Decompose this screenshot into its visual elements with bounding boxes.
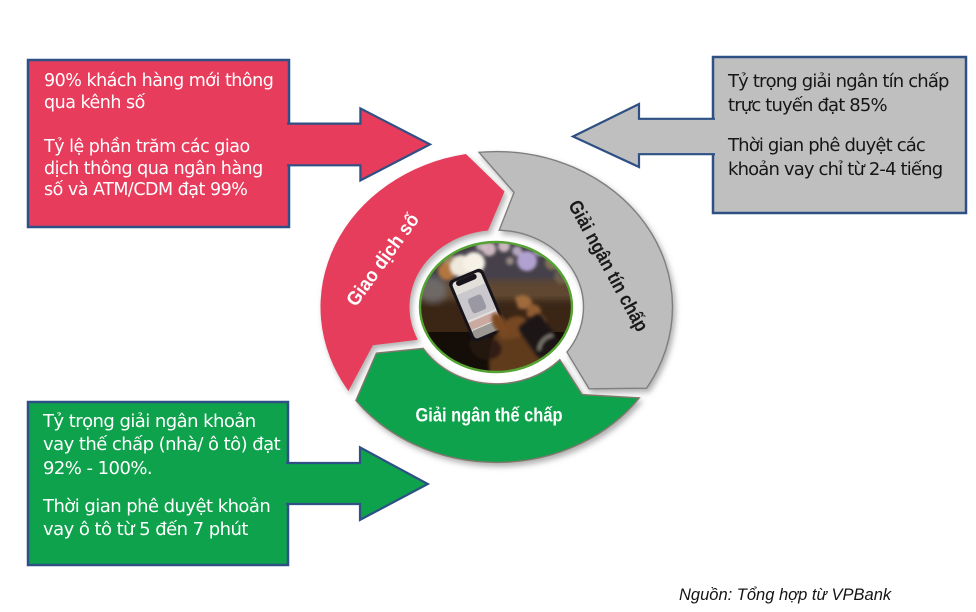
callout-secured-line-2: Thời gian phê duyệt khoản vay ô tô từ 5 … xyxy=(43,495,271,541)
callout-text-secured: Tỷ trọng giải ngân khoản vay thế chấp (n… xyxy=(28,402,288,565)
photo-second-phone xyxy=(519,314,561,359)
segment-label-giai-ngan-the-chap[interactable]: Giải ngân thế chấp xyxy=(416,405,563,427)
callout-box-unsecured[interactable] xyxy=(711,55,968,215)
photo-green-rim xyxy=(418,240,574,374)
photo-phone xyxy=(449,268,507,342)
cycle-segment-giai-ngan-the-chap[interactable] xyxy=(355,347,641,464)
gray-arrow-left[interactable] xyxy=(570,102,716,169)
callout-box-secured[interactable] xyxy=(26,400,290,567)
red-arrow-right[interactable] xyxy=(286,106,433,183)
callout-unsecured-line-1: Tỷ trọng giải ngân tín chấp trực tuyến đ… xyxy=(728,71,949,116)
callout-box-digital[interactable] xyxy=(26,58,291,229)
source-caption: Nguồn: Tổng hợp từ VPBank xyxy=(679,585,892,604)
cycle-segment-giao-dich-so[interactable] xyxy=(320,153,505,391)
callout-digital-line-2: Tỷ lệ phần trăm các giao dịch thông qua … xyxy=(44,137,263,200)
photo-thumb xyxy=(491,313,509,335)
callout-unsecured-line-2: Thời gian phê duyệt các khoản vay chỉ từ… xyxy=(728,135,943,180)
callout-text-unsecured: Tỷ trọng giải ngân tín chấp trực tuyến đ… xyxy=(713,57,966,213)
cycle-segment-giai-ngan-tin-chap[interactable] xyxy=(477,150,674,390)
callout-text-digital: 90% khách hàng mới thông qua kênh số Tỷ … xyxy=(28,60,289,227)
green-arrow-right[interactable] xyxy=(285,445,431,522)
callout-digital-line-1: 90% khách hàng mới thông qua kênh số xyxy=(44,71,274,113)
cycle-ring xyxy=(320,150,674,464)
callout-secured-line-1: Tỷ trọng giải ngân khoản vay thế chấp (n… xyxy=(43,411,281,479)
center-photo[interactable] xyxy=(410,238,588,380)
